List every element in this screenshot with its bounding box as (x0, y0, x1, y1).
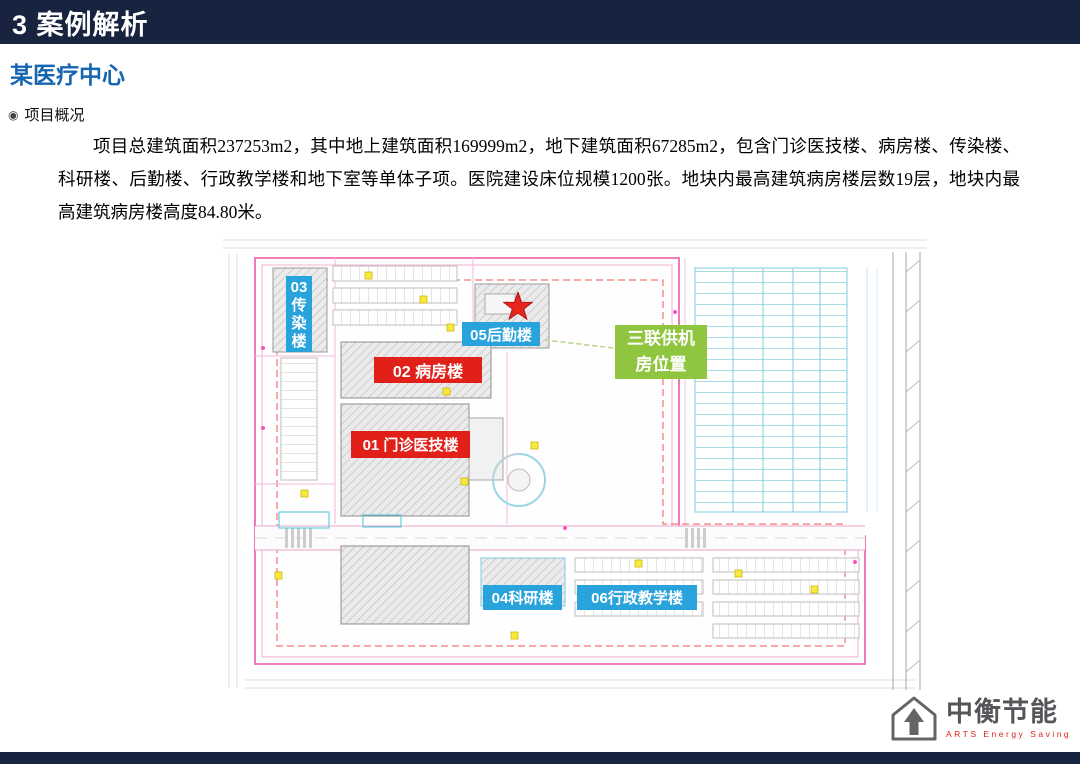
site-plan-drawing (215, 228, 935, 700)
page-subtitle: 某医疗中心 (10, 62, 125, 88)
label-ward-building: 02 病房楼 (374, 357, 482, 383)
site-plan: 03 传染楼 05后勤楼 02 病房楼 01 门诊医技楼 三联供机房位置 04科… (215, 228, 935, 700)
house-arrow-logo-icon (890, 694, 938, 742)
label-research-building: 04科研楼 (483, 585, 562, 610)
project-overview-paragraph: 项目总建筑面积237253m2，其中地上建筑面积169999m2，地下建筑面积6… (58, 136, 1020, 222)
section-heading: ◉ 项目概况 (8, 104, 85, 125)
logo-name: 中衡节能 (946, 697, 1058, 727)
section-label: 项目概况 (24, 107, 85, 124)
label-logistics-building: 05后勤楼 (462, 322, 540, 346)
slide-header-bar: 3 案例解析 (0, 0, 1080, 44)
company-logo: 中衡节能 ARTS Energy Saving (890, 694, 1071, 742)
bullet-icon: ◉ (8, 107, 19, 122)
label-outpatient-building: 01 门诊医技楼 (351, 431, 470, 458)
slide-title: 3 案例解析 (12, 9, 149, 40)
footer-bar (0, 752, 1080, 764)
logo-text-block: 中衡节能 ARTS Energy Saving (946, 697, 1071, 739)
label-plant-room-location: 三联供机房位置 (615, 325, 707, 379)
label-infectious-building: 03 传染楼 (286, 276, 312, 352)
logo-tagline: ARTS Energy Saving (946, 729, 1072, 739)
star-marker-icon (502, 290, 534, 322)
label-admin-teaching-building: 06行政教学楼 (577, 585, 697, 610)
